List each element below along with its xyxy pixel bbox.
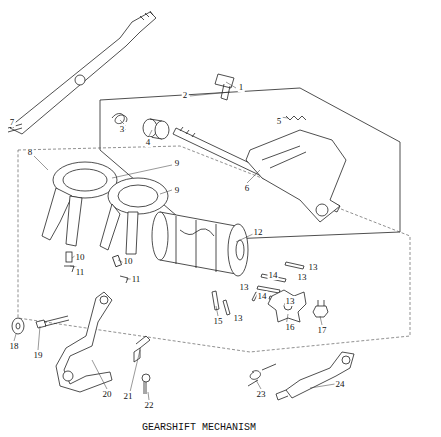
callout-number: 17: [317, 325, 328, 335]
callout-number: 9: [174, 158, 181, 168]
callout-number: 8: [27, 147, 34, 157]
callout-number: 13: [233, 313, 244, 323]
callout-number: 20: [102, 389, 113, 399]
callout-number: 4: [145, 137, 152, 147]
callout-number: 13: [285, 296, 296, 306]
callout-number: 14: [257, 291, 268, 301]
callout-number: 19: [33, 350, 44, 360]
callout-number: 13: [308, 262, 319, 272]
callout-number: 6: [244, 183, 251, 193]
callout-number: 9: [174, 185, 181, 195]
callout-number: 11: [75, 267, 86, 277]
callout-number: 12: [253, 227, 264, 237]
callout-number: 10: [123, 256, 134, 266]
callout-number: 11: [131, 274, 142, 284]
callout-number: 13: [297, 272, 308, 282]
callout-number: 16: [285, 322, 296, 332]
callout-number: 14: [268, 270, 279, 280]
callout-number: 13: [239, 282, 250, 292]
callout-number: 1: [238, 82, 245, 92]
callout-number: 24: [335, 379, 346, 389]
callout-number: 18: [9, 341, 20, 351]
callout-number: 21: [123, 391, 134, 401]
callout-number: 7: [9, 117, 16, 127]
callout-number: 3: [119, 124, 126, 134]
callout-number: 15: [213, 316, 224, 326]
callout-number: 2: [182, 90, 189, 100]
callout-number: 10: [75, 252, 86, 262]
callout-number: 23: [256, 389, 267, 399]
diagram-title: GEARSHIFT MECHANISM: [142, 422, 256, 434]
callout-number: 5: [276, 116, 283, 126]
callout-number: 22: [144, 400, 155, 410]
